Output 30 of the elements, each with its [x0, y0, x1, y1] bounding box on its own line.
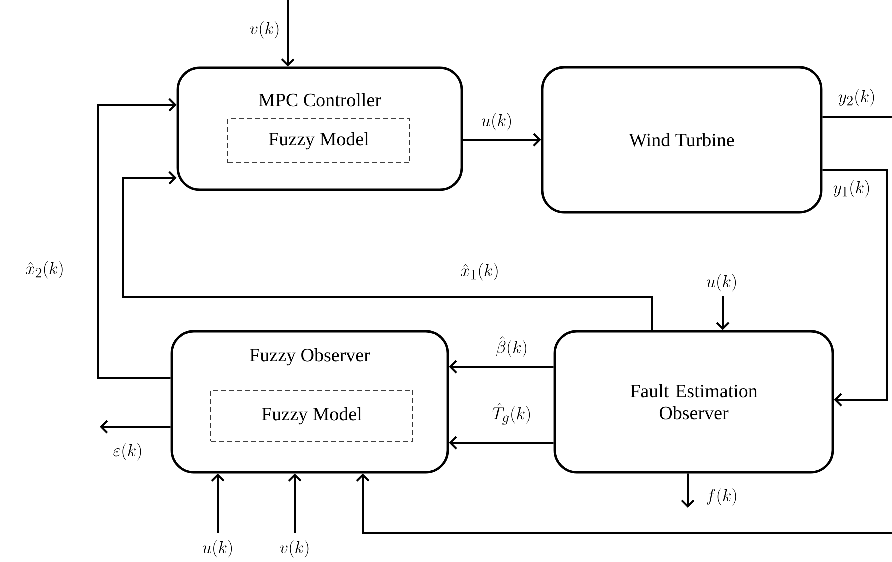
arrow: [822, 169, 888, 407]
dashed-box: Fuzzy Model: [210, 390, 414, 442]
edge-label: $y_1(k)$: [834, 180, 870, 198]
edge-label: $y_2(k)$: [838, 89, 874, 107]
edge-label: $\hat{\beta}(k)$: [496, 336, 526, 358]
block-box: Wind Turbine: [541, 66, 823, 214]
edge-label: $u(k)$: [202, 540, 232, 558]
edge-label: $u(k)$: [482, 113, 512, 131]
arrow: [449, 360, 554, 374]
edge-label: $\varepsilon(k)$: [114, 443, 142, 461]
edge-label: $v(k)$: [280, 540, 309, 558]
dashed-box: Fuzzy Model: [228, 118, 410, 164]
arrow: [281, 0, 295, 67]
block-box: Fault Estimation Observer: [554, 330, 834, 474]
arrow: [716, 296, 730, 330]
arrow: [100, 420, 171, 434]
arrow: [211, 474, 225, 533]
edge-label: $u(k)$: [706, 274, 736, 292]
edge-label: $f(k)$: [706, 488, 736, 506]
arrow: [288, 474, 302, 533]
arrow: [356, 474, 892, 534]
arrow: [463, 133, 542, 147]
arrow: [681, 474, 695, 508]
arrow: [122, 171, 653, 330]
edge-label: $\hat{T}_g(k)$: [492, 403, 530, 425]
edge-label: $\hat{x}_2(k)$: [26, 261, 63, 279]
arrow: [97, 98, 177, 379]
edge-label: $\hat{x}_1(k)$: [461, 263, 498, 281]
arrow: [449, 436, 554, 450]
edge-label: $v(k)$: [250, 21, 279, 39]
